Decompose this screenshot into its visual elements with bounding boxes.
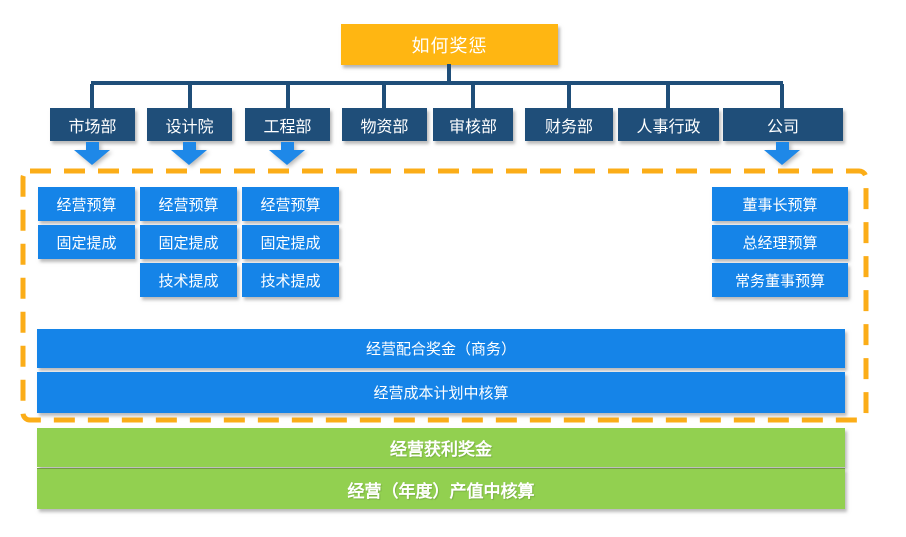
down-arrow-icon	[171, 142, 207, 165]
detail-box-director-budget: 常务董事预算	[712, 263, 848, 297]
detail-box-design-tech: 技术提成	[140, 263, 237, 297]
connector-stem	[188, 84, 192, 108]
down-arrow-head	[74, 150, 110, 165]
detail-box-marketing-commission: 固定提成	[38, 225, 135, 259]
connector-root-stem	[447, 64, 451, 81]
detail-box-engineering-commission: 固定提成	[242, 225, 339, 259]
bar-cooperation-bonus: 经营配合奖金（商务）	[37, 329, 845, 368]
connector-stem	[471, 84, 475, 108]
down-arrow-icon	[269, 142, 305, 165]
detail-box-design-commission: 固定提成	[140, 225, 237, 259]
detail-box-chairman-budget: 董事长预算	[712, 187, 848, 221]
down-arrow-head	[269, 150, 305, 165]
bar-annual-output-accounting: 经营（年度）产值中核算	[37, 468, 845, 509]
detail-box-engineering-budget: 经营预算	[242, 187, 339, 221]
bar-cost-plan-accounting: 经营成本计划中核算	[37, 372, 845, 413]
connector-horizontal-line	[91, 81, 783, 85]
connector-stem	[90, 84, 94, 108]
department-node-materials: 物资部	[342, 108, 427, 141]
detail-box-marketing-budget: 经营预算	[38, 187, 135, 221]
down-arrow-stem	[280, 142, 294, 150]
department-node-company: 公司	[723, 108, 843, 141]
connector-stem	[286, 84, 290, 108]
department-node-design-institute: 设计院	[147, 108, 232, 141]
down-arrow-stem	[182, 142, 196, 150]
bar-profit-bonus: 经营获利奖金	[37, 428, 845, 467]
department-node-finance: 财务部	[525, 108, 613, 141]
department-node-audit: 审核部	[433, 108, 513, 141]
connector-stem	[666, 84, 670, 108]
down-arrow-head	[764, 150, 800, 165]
down-arrow-icon	[764, 142, 800, 165]
detail-box-engineering-tech: 技术提成	[242, 263, 339, 297]
down-arrow-icon	[74, 142, 110, 165]
detail-box-design-budget: 经营预算	[140, 187, 237, 221]
department-node-marketing: 市场部	[50, 108, 135, 141]
down-arrow-stem	[775, 142, 789, 150]
down-arrow-stem	[85, 142, 99, 150]
root-node-title: 如何奖惩	[341, 24, 558, 65]
connector-stem	[382, 84, 386, 108]
department-node-engineering: 工程部	[245, 108, 330, 141]
detail-box-gm-budget: 总经理预算	[712, 225, 848, 259]
down-arrow-head	[171, 150, 207, 165]
connector-stem	[780, 84, 784, 108]
connector-stem	[567, 84, 571, 108]
department-node-hr-admin: 人事行政	[618, 108, 719, 141]
